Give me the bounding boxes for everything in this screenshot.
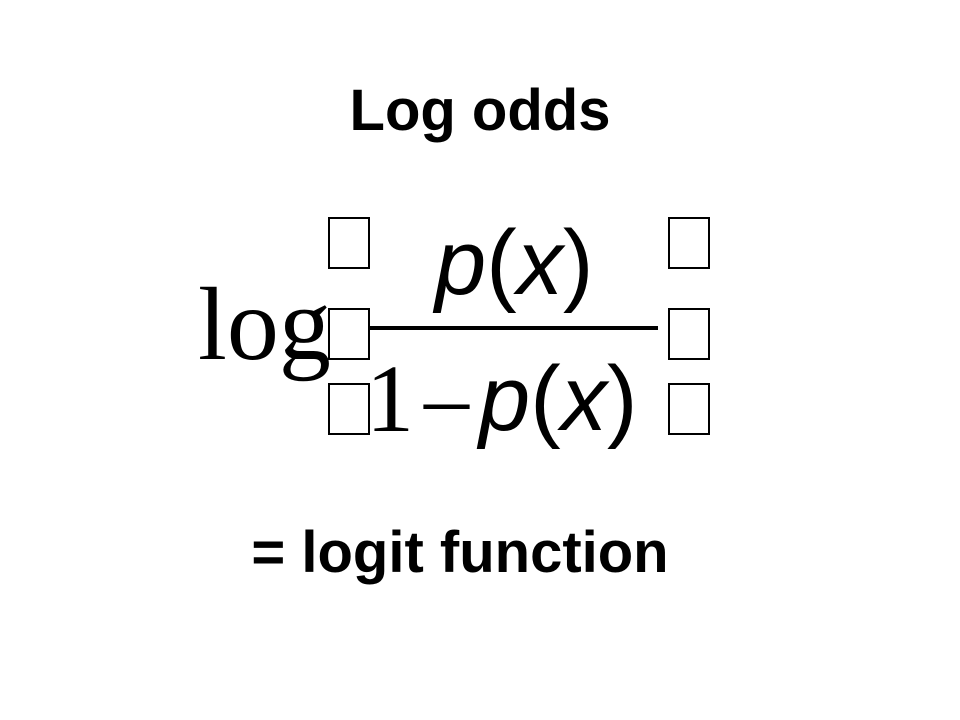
right-bracket-middle-box-icon xyxy=(668,308,710,360)
left-bracket-middle-box-icon xyxy=(328,308,370,360)
slide-subtitle: = logit function xyxy=(251,520,669,585)
denominator-minus: – xyxy=(424,349,469,448)
numerator-x: x xyxy=(516,212,563,314)
numerator-close-paren: ) xyxy=(562,212,594,314)
left-bracket-top-box-icon xyxy=(328,217,370,269)
slide-title: Log odds xyxy=(349,78,611,143)
log-odds-equation: log p(x) 1–p(x) xyxy=(190,205,730,455)
right-bracket-bottom-box-icon xyxy=(668,383,710,435)
numerator-open-paren: ( xyxy=(486,212,517,314)
numerator-p: p xyxy=(435,212,487,314)
denominator-close-paren: ) xyxy=(606,348,638,450)
fraction-denominator: 1–p(x) xyxy=(366,348,638,450)
denominator-x: x xyxy=(560,348,607,450)
fraction-bar xyxy=(368,326,658,330)
fraction-numerator: p(x) xyxy=(435,213,593,313)
denominator-open-paren: ( xyxy=(530,348,561,450)
log-function-name: log xyxy=(198,267,331,382)
left-bracket-bottom-box-icon xyxy=(328,383,370,435)
denominator-p: p xyxy=(479,348,531,450)
right-bracket-top-box-icon xyxy=(668,217,710,269)
denominator-one: 1 xyxy=(366,345,414,452)
